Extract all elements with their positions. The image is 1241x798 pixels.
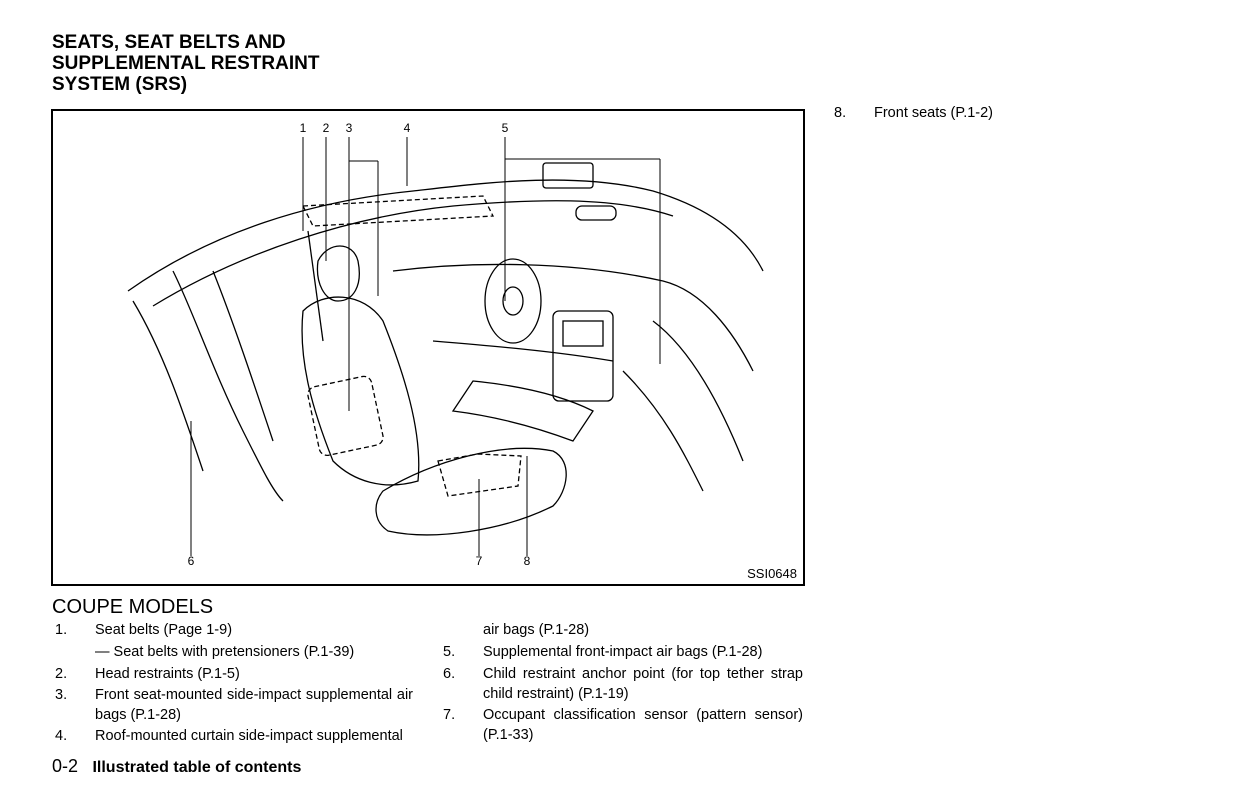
callout-label: 2 <box>322 121 330 135</box>
callout-label: 7 <box>475 554 483 568</box>
callout-label: 4 <box>403 121 411 135</box>
item-text: Front seats (P.1-2) <box>874 105 994 121</box>
interior-line-drawing <box>127 137 764 556</box>
item-number: 4. <box>55 728 68 744</box>
item-text: Seat belts (Page 1-9) <box>95 622 233 638</box>
item-text: Child restraint anchor point (for top te… <box>483 666 803 702</box>
callout-label: 8 <box>523 554 531 568</box>
item-text: — Seat belts with pretensioners (P.1-39) <box>95 644 355 660</box>
callout-label: 5 <box>501 121 509 135</box>
footer-title: Illustrated table of contents <box>92 759 302 776</box>
page-number: 0-2 <box>52 756 79 776</box>
item-text: Head restraints (P.1-5) <box>95 666 240 682</box>
item-number: 1. <box>55 622 68 638</box>
page-title: SEATS, SEAT BELTS AND SUPPLEMENTAL RESTR… <box>52 32 472 95</box>
title-line: SYSTEM (SRS) <box>52 74 188 95</box>
item-number: 7. <box>443 707 456 723</box>
title-line: SUPPLEMENTAL RESTRAINT <box>52 53 320 74</box>
figure-code: SSI0648 <box>747 566 797 581</box>
page-footer: 0-2 Illustrated table of contents <box>52 756 301 777</box>
callout-label: 1 <box>299 121 307 135</box>
item-number: 5. <box>443 644 456 660</box>
car-interior-illustration: 1 2 3 4 5 6 7 8 SSI0648 <box>51 109 805 586</box>
item-number: 3. <box>55 687 68 703</box>
title-line: SEATS, SEAT BELTS AND <box>52 32 286 53</box>
item-text: air bags (P.1-28) <box>483 622 590 638</box>
item-text: Roof-mounted curtain side-impact supplem… <box>95 728 403 744</box>
callout-label: 3 <box>345 121 353 135</box>
callout-label: 6 <box>187 554 195 568</box>
item-number: 6. <box>443 666 456 682</box>
item-text: Supplemental front-impact air bags (P.1-… <box>483 644 763 660</box>
section-heading: COUPE MODELS <box>52 596 214 618</box>
item-text: Occupant classification sensor (pattern … <box>483 707 803 743</box>
item-number: 2. <box>55 666 68 682</box>
item-text: Front seat-mounted side-impact supplemen… <box>95 687 413 723</box>
item-number: 8. <box>834 105 847 121</box>
